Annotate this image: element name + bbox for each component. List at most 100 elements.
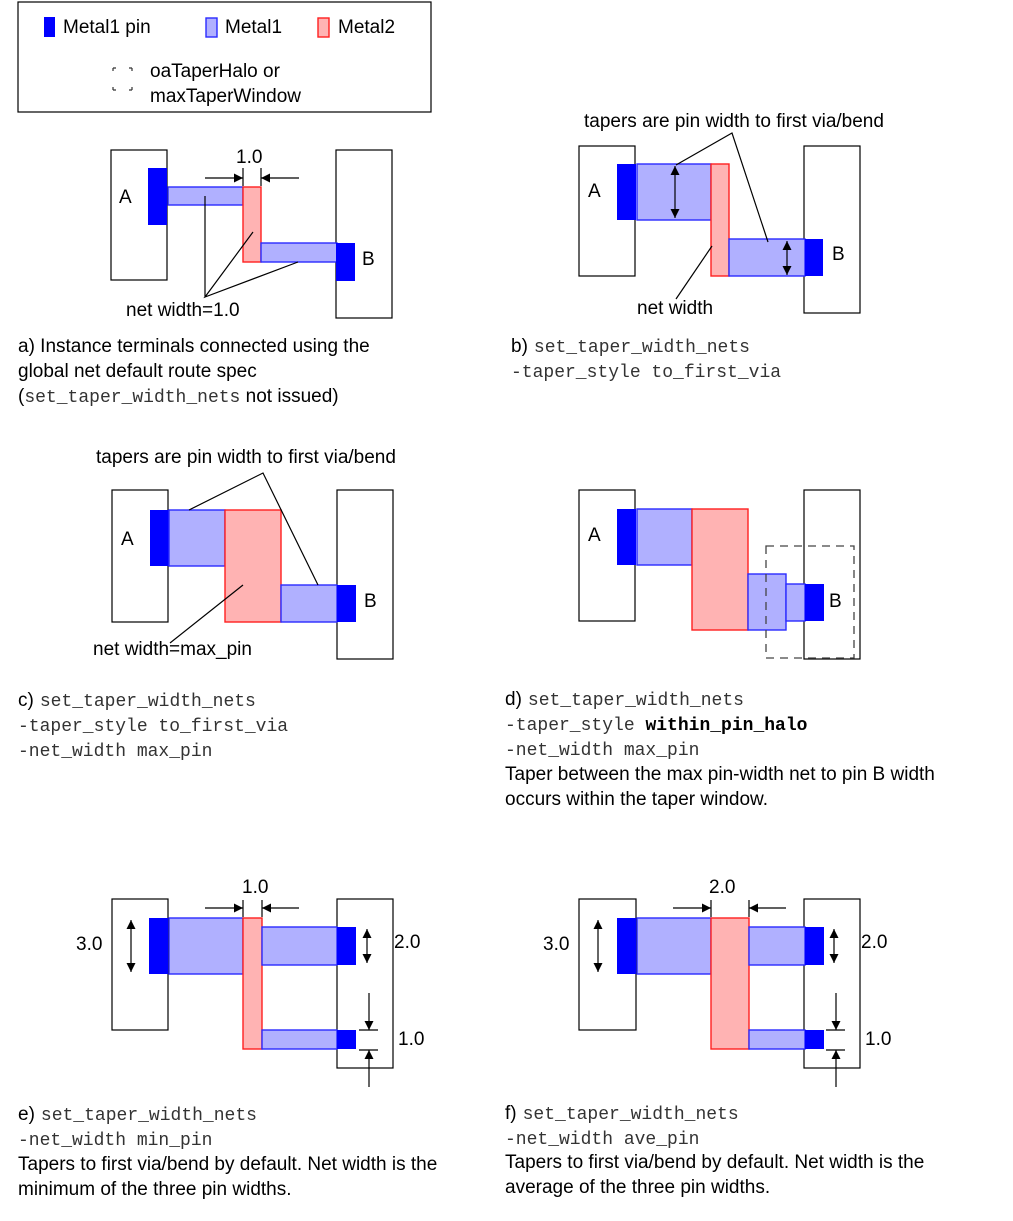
- instance-b: [803, 145, 861, 314]
- caption-c-prefix: c): [18, 690, 34, 711]
- metal1-taper-a: [168, 917, 244, 975]
- halo-swatch-icon: [112, 67, 133, 91]
- metal1-taper-b: [280, 584, 338, 623]
- annotation-net-width-leader: [675, 245, 713, 300]
- legend: Metal1 pin Metal1 Metal2 oaTaperHalo or …: [17, 1, 432, 113]
- annotation-net-width-leader: [169, 584, 244, 644]
- legend-halo-label-2: maxTaperWindow: [150, 86, 301, 107]
- pin-b1: [337, 927, 356, 965]
- metal1-pin-swatch-icon: [44, 17, 55, 37]
- instance-b-label: B: [832, 244, 845, 265]
- pin-b: [805, 239, 823, 276]
- pin-b: [336, 243, 355, 281]
- pin-b2-width-label: 1.0: [398, 1029, 424, 1050]
- caption-b-line2: -taper_style to_first_via: [511, 363, 781, 383]
- caption-c-line2: -taper_style to_first_via: [18, 717, 288, 737]
- pin-b2: [337, 1030, 356, 1049]
- caption-d-code2a: -taper_style: [505, 716, 645, 736]
- panel-c-caption: c) set_taper_width_nets -taper_style to_f…: [18, 690, 288, 762]
- annotation-tapers-leaders: [188, 472, 319, 586]
- pin-a-width-label: 3.0: [543, 934, 569, 955]
- metal1-taper-a: [636, 917, 712, 975]
- panel-d-caption: d)set_taper_width_nets -taper_style with…: [505, 689, 935, 810]
- panel-b-caption: b)set_taper_width_nets -taper_style to_f…: [511, 336, 781, 383]
- instance-a-label: A: [588, 181, 601, 202]
- panel-e-caption: e)set_taper_width_nets -net_width min_pi…: [18, 1104, 437, 1200]
- annotation-leaders: [203, 196, 299, 299]
- annotation-net-width: net width: [637, 298, 713, 319]
- pin-b: [805, 584, 824, 621]
- metal2-wire: [710, 163, 730, 277]
- caption-a-paren: (: [18, 386, 25, 407]
- metal2-swatch-icon: [317, 17, 330, 38]
- caption-c-line1: c) set_taper_width_nets: [18, 690, 256, 712]
- panel-f-diagram: 3.0 2.0 1.0 2.0: [543, 877, 891, 1087]
- caption-f-code1: set_taper_width_nets: [523, 1105, 739, 1125]
- caption-b-code1: set_taper_width_nets: [534, 338, 750, 358]
- panel-e-diagram: 3.0 2.0 1.0 1.0: [76, 877, 424, 1087]
- metal1-wire-b: [260, 242, 338, 263]
- instance-b: [336, 489, 394, 660]
- metal2-wire: [242, 917, 263, 1050]
- caption-c-code1: set_taper_width_nets: [40, 692, 256, 712]
- metal1-swatch-icon: [205, 17, 218, 38]
- caption-b-line1: b)set_taper_width_nets: [511, 336, 750, 358]
- metal2-wire: [691, 508, 749, 631]
- panel-b-diagram: tapers are pin width to first via/bend A…: [578, 111, 884, 319]
- metal1-taper-segment: [785, 583, 806, 622]
- annotation-tapers-leaders: [675, 132, 769, 243]
- pin-a-width-label: 3.0: [76, 934, 102, 955]
- metal1-taper-b1: [748, 926, 806, 966]
- caption-e-line2: -net_width min_pin: [18, 1131, 212, 1151]
- caption-f-prefix: f): [505, 1103, 517, 1124]
- pin-b1: [805, 927, 824, 965]
- instance-b-label: B: [362, 249, 375, 270]
- annotation-tapers: tapers are pin width to first via/bend: [584, 111, 884, 132]
- metal2-wire: [242, 186, 262, 263]
- instance-a-label: A: [588, 525, 601, 546]
- legend-box: [17, 1, 432, 113]
- net-width-label: 1.0: [242, 877, 268, 898]
- legend-metal1-label: Metal1: [225, 17, 282, 38]
- instance-b-label: B: [829, 591, 842, 612]
- dim-label: 1.0: [236, 147, 262, 168]
- caption-a-line1: a) Instance terminals connected using th…: [18, 336, 370, 357]
- caption-f-text2: average of the three pin widths.: [505, 1177, 770, 1198]
- caption-a-code: set_taper_width_nets: [24, 388, 240, 408]
- panel-a-diagram: A B 1.0 net width=1.0: [110, 147, 393, 321]
- metal2-wire: [710, 917, 750, 1050]
- pin-a: [617, 509, 636, 565]
- caption-a-line2: global net default route spec: [18, 361, 257, 382]
- pin-b1-width-label: 2.0: [861, 932, 887, 953]
- metal1-taper-b2: [261, 1029, 338, 1050]
- pin-a: [149, 918, 168, 974]
- panel-f-caption: f)set_taper_width_nets -net_width ave_pi…: [505, 1103, 924, 1198]
- pin-a: [617, 164, 636, 220]
- pin-b: [337, 585, 356, 622]
- metal1-taper-a: [636, 508, 693, 566]
- instance-a-label: A: [121, 529, 134, 550]
- metal1-net-segment: [747, 573, 787, 631]
- pin-a: [617, 918, 636, 974]
- caption-d-text1: Taper between the max pin-width net to p…: [505, 764, 935, 785]
- metal1-taper-b1: [261, 926, 338, 966]
- caption-e-text1: Tapers to first via/bend by default. Net…: [18, 1154, 437, 1175]
- caption-e-code1: set_taper_width_nets: [41, 1106, 257, 1126]
- annotation-net-width: net width=max_pin: [93, 639, 252, 660]
- metal1-taper-a: [168, 509, 226, 567]
- instance-b: [803, 489, 861, 660]
- caption-a-line3: (set_taper_width_nets not issued): [18, 386, 339, 408]
- caption-d-line1: d)set_taper_width_nets: [505, 689, 744, 711]
- metal1-taper-b: [728, 238, 806, 277]
- pin-b1-width-label: 2.0: [394, 932, 420, 953]
- taper-halo-window: [765, 545, 855, 659]
- annotation-net-width: net width=1.0: [126, 300, 240, 321]
- caption-e-line1: e)set_taper_width_nets: [18, 1104, 257, 1126]
- pin-b2-width-label: 1.0: [865, 1029, 891, 1050]
- caption-e-text2: minimum of the three pin widths.: [18, 1179, 292, 1200]
- metal1-taper-b2: [748, 1029, 806, 1050]
- panel-d-diagram: A B: [578, 489, 861, 660]
- caption-d-code1: set_taper_width_nets: [528, 691, 744, 711]
- legend-metal2-label: Metal2: [338, 17, 395, 38]
